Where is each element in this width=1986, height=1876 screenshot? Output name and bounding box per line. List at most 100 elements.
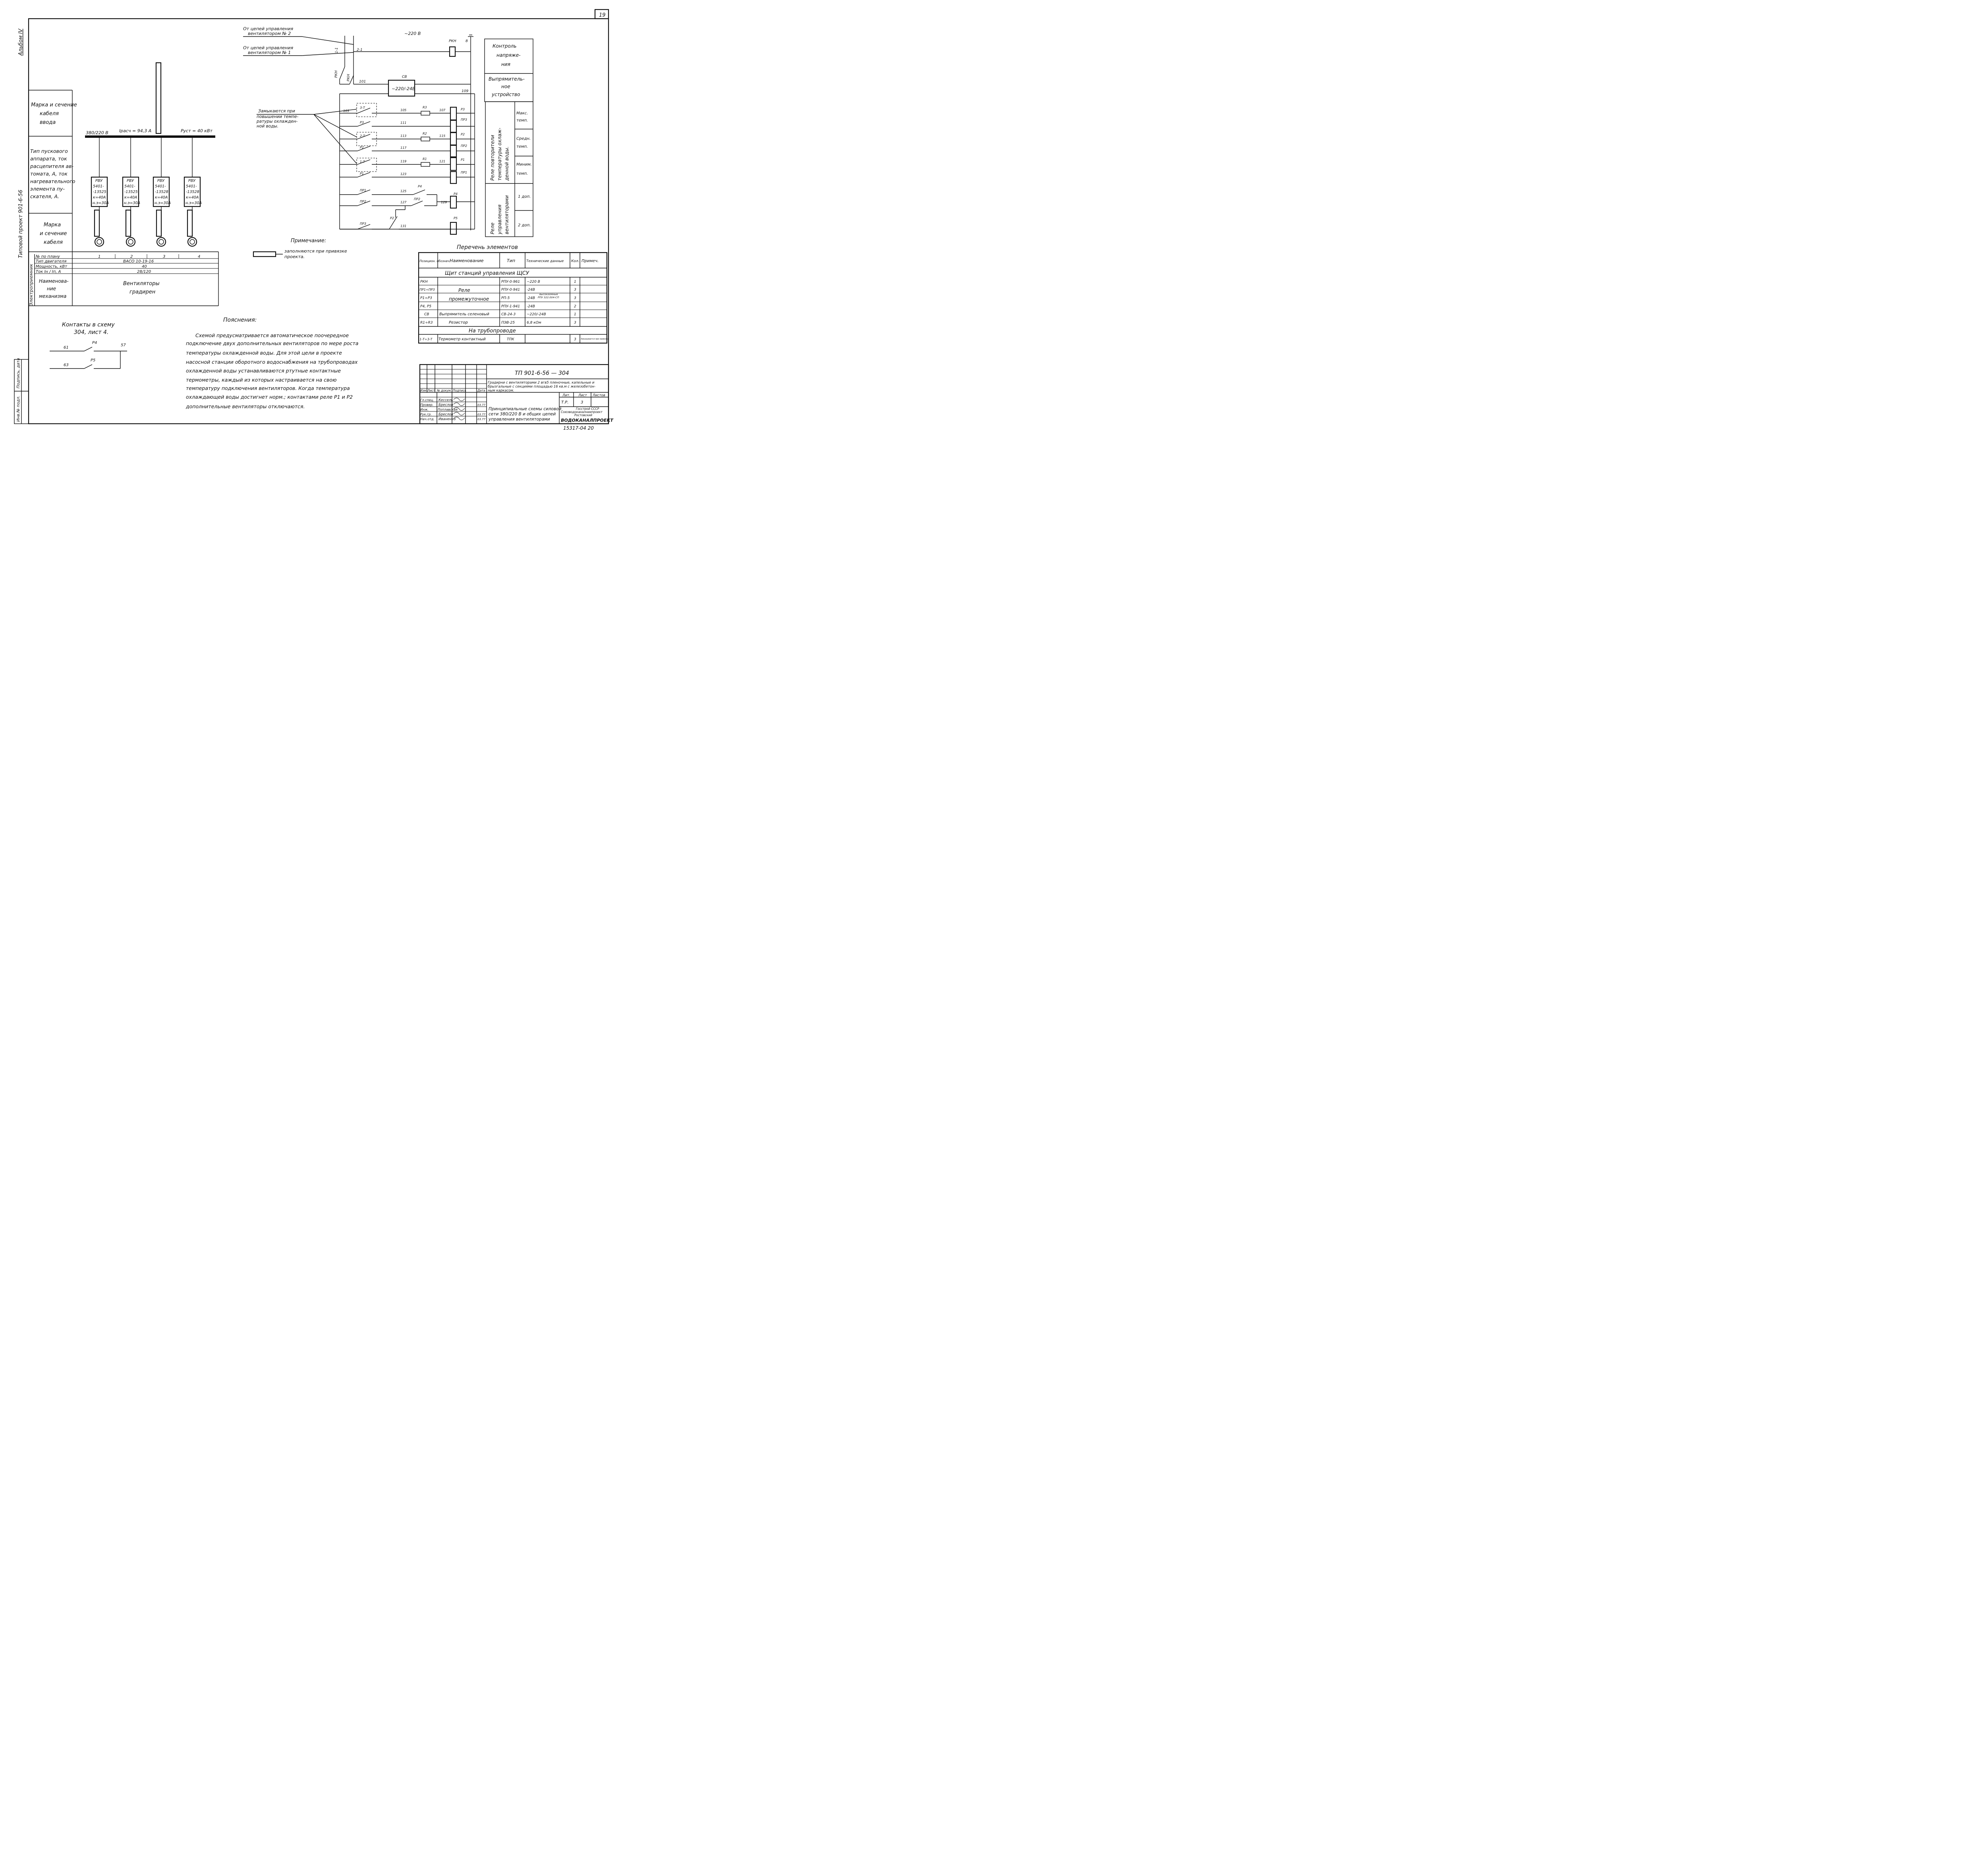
input-cable-label: Марка и сечение кабеля ввода bbox=[31, 102, 79, 125]
row-power: Мощность, кВт bbox=[36, 264, 68, 269]
consumer-number-1: 1 bbox=[98, 255, 100, 259]
consumer-number-4: 4 bbox=[198, 255, 200, 259]
role-chief: Гл.спец. bbox=[420, 398, 434, 402]
node-103: 103 bbox=[343, 109, 349, 113]
input-cable-placeholder bbox=[155, 62, 162, 134]
node-8: 8 bbox=[466, 39, 468, 43]
section-panel: Щит станций управления ЩСУ bbox=[445, 270, 529, 276]
role-group-lead: Рук.гр. bbox=[420, 413, 432, 416]
node-117: 117 bbox=[400, 146, 407, 150]
node-123: 123 bbox=[400, 172, 406, 176]
stamp-inventory-number: Инв.№ подл. bbox=[16, 396, 21, 422]
explanations-title: Пояснения: bbox=[223, 317, 257, 323]
lit-header: Лит. bbox=[562, 394, 570, 398]
feeder-2: РВУ 5401- -13525 к=40А н.э=30А bbox=[122, 135, 140, 247]
mechanism-value: Вентиляторы градирен bbox=[123, 281, 161, 295]
contact-p4: Р4 bbox=[418, 185, 422, 188]
stamp-signature-date: Подпись, дата bbox=[16, 358, 21, 388]
row-r-qty: 3 bbox=[574, 321, 576, 325]
date-group-lead: 03.77 bbox=[477, 413, 486, 416]
row-rkn-spec: ~220 В bbox=[527, 280, 540, 284]
signature-checker bbox=[453, 402, 465, 406]
row-thermo-pos: 1-Т÷3-Т bbox=[419, 338, 433, 341]
note: Примечание: заполняются при привязке про… bbox=[253, 238, 347, 259]
document-code: ТП 901-6-56 — 304 bbox=[515, 370, 569, 376]
name-checker: Бреслов bbox=[439, 403, 453, 407]
section-pipeline: На трубопроводе bbox=[469, 328, 516, 334]
contact-pr2-b: ПР2 bbox=[414, 197, 420, 201]
resistor-r3: R3 bbox=[423, 106, 427, 109]
contacts-block: Контакты в схему 304, лист 4. Р4 61 57 Р… bbox=[50, 322, 127, 369]
elements-title: Перечень элементов bbox=[457, 244, 518, 251]
row-mechanism: Наименова- ние механизма bbox=[39, 278, 70, 299]
node-2-1: 2-1 bbox=[357, 48, 363, 52]
header-qty: Кол. bbox=[571, 259, 580, 263]
thermo-1t: 1-Т bbox=[360, 160, 365, 164]
row-thermo-type: ТПК bbox=[507, 338, 514, 342]
node-131: 131 bbox=[400, 224, 406, 228]
node-101: 101 bbox=[359, 80, 366, 84]
lit-value: Т.Р. bbox=[561, 400, 569, 405]
node-107: 107 bbox=[439, 108, 446, 112]
row-thermo-name: Термометр контактный bbox=[439, 337, 486, 342]
contacts-title: Контакты в схему 304, лист 4. bbox=[62, 322, 116, 336]
motor-type-value: ВАСО 10-19-16 bbox=[123, 259, 154, 264]
power-value: 40 bbox=[142, 264, 147, 269]
col-sheet: Лист bbox=[427, 389, 435, 392]
contact-p3: Р3 bbox=[360, 121, 364, 124]
organization: Госстрой СССР Союзводоканалниипроект Рос… bbox=[561, 407, 603, 417]
row-p-type: РП-5 bbox=[501, 296, 510, 300]
relay-p3: Р3 bbox=[461, 108, 465, 111]
relay-fan-label: Реле управления вентиляторами bbox=[490, 195, 510, 235]
project-subject: Градирни с вентиляторами 2 вгв5 пленочны… bbox=[488, 381, 597, 393]
wire-57: 57 bbox=[121, 343, 126, 347]
row-plan-number: № по плану bbox=[35, 255, 60, 259]
name-chief: Кессель bbox=[439, 398, 453, 402]
breaker-4: РВУ 5401- -13528 к=40А н.э=30А bbox=[185, 179, 202, 205]
name-dept-head: Иваненко bbox=[439, 417, 456, 421]
row-cv-pos: СВ bbox=[424, 313, 429, 317]
contact-pr2-a: ПР2 bbox=[360, 200, 366, 203]
sheet-value: 3 bbox=[581, 400, 583, 405]
left-table: Марка и сечение кабеля ввода Тип пусково… bbox=[29, 90, 219, 306]
fan-2-label: 2 доп. bbox=[518, 223, 531, 228]
col-date: Дата bbox=[477, 389, 485, 392]
relay-p1: Р1 bbox=[461, 158, 465, 162]
row-motor-type: Тип двигателя bbox=[36, 259, 66, 264]
power-circuit: 380/220 В Iрасч = 94,3 А Руст = 40 кВт Р… bbox=[85, 62, 215, 247]
temp-mid-label: Средн. темп. bbox=[516, 137, 532, 149]
node-1-1: 1-1 bbox=[335, 47, 339, 53]
role-dept-head: Нач.отд. bbox=[420, 417, 435, 421]
row-thermo-note: Заказывается при привязке bbox=[581, 338, 609, 340]
row-r-pos: R1÷R3 bbox=[420, 321, 433, 325]
node-129: 129 bbox=[441, 201, 447, 204]
node-119: 119 bbox=[400, 160, 406, 163]
date-dept-head: 03.77 bbox=[477, 418, 486, 421]
relay-temp-label: Реле повторители температуры охлаж- денн… bbox=[490, 126, 510, 181]
left-stamp: Подпись, дата Инв.№ подл. bbox=[14, 358, 29, 424]
resistor-r2: R2 bbox=[423, 132, 427, 135]
node-113: 113 bbox=[400, 134, 406, 138]
closing-note: Замыкаются при повышении темпе- ратуры о… bbox=[256, 109, 300, 129]
row-rkn-type: РПУ-0-961 bbox=[501, 280, 520, 284]
header-specs: Технические данные bbox=[526, 259, 564, 263]
breaker-3: РВУ 5401- -13528 к=40А н.э=30А bbox=[155, 179, 171, 205]
row-cv-name: Выпрямитель селеновый bbox=[439, 312, 489, 317]
header-name: Наименование bbox=[450, 258, 484, 263]
breaker-1: РВУ 5401- -13525 к=40А н.э=30А bbox=[93, 179, 109, 205]
role-engineer: Инж. bbox=[420, 408, 429, 411]
sheets-header: Листов bbox=[592, 394, 605, 398]
drawing-sheet: 19 Альбом IV Типовой проект 901-6-56 Под… bbox=[14, 9, 614, 431]
rectifier-box: ~220/-24В bbox=[392, 86, 415, 91]
from-fan1-label: От цепей управления вентилятором № 1 bbox=[243, 45, 295, 55]
relay-pr2: ПР2 bbox=[461, 144, 467, 148]
note-title: Примечание: bbox=[291, 238, 326, 244]
row-p45-type: РПУ-1-941 bbox=[501, 305, 520, 309]
thermo-3t: 3-Т bbox=[360, 106, 365, 110]
signature-engineer bbox=[453, 407, 465, 411]
sheet-header: Лист bbox=[578, 394, 587, 398]
contact-p5-label: Р5 bbox=[91, 358, 95, 363]
row-p-spec: -24В bbox=[527, 296, 535, 300]
consumer-number-3: 3 bbox=[163, 255, 165, 259]
row-rkn-qty: 1 bbox=[574, 280, 576, 284]
